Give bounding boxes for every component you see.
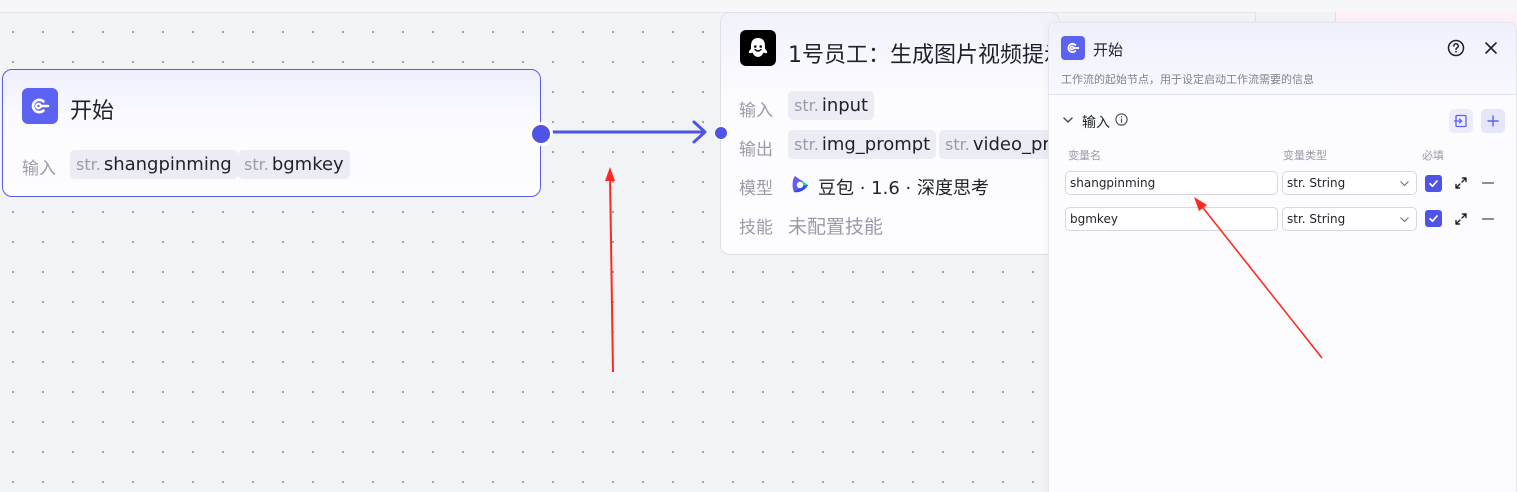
panel-title: 开始	[1093, 41, 1124, 59]
variable-type-select[interactable]: str. String	[1282, 207, 1417, 231]
type-prefix: str.	[794, 96, 819, 115]
start-icon	[22, 88, 58, 124]
remove-variable-button[interactable]	[1482, 182, 1494, 184]
type-prefix: str.	[794, 135, 819, 154]
info-icon[interactable]	[1115, 113, 1128, 126]
node-config-panel: 开始 工作流的起始节点，用于设定启动工作流需要的信息 输入	[1048, 22, 1517, 492]
input-label: 输入	[739, 101, 773, 121]
type-prefix: str.	[244, 155, 269, 174]
output-port[interactable]	[529, 122, 553, 146]
import-variables-button[interactable]	[1449, 109, 1473, 133]
output-variable-tag: str. img_prompt	[788, 130, 937, 159]
add-variable-button[interactable]	[1481, 109, 1505, 133]
llm-node-title: 1号员工：生成图片视频提示词	[788, 43, 1060, 68]
variable-name: input	[821, 95, 869, 116]
input-section-title[interactable]: 输入	[1082, 115, 1110, 131]
expand-icon[interactable]	[1454, 212, 1468, 226]
skill-value: 未配置技能	[788, 216, 884, 238]
type-prefix: str.	[945, 135, 970, 154]
llm-node[interactable]: 1号员工：生成图片视频提示词 输入 str. input 输出 str. img…	[720, 12, 1060, 255]
remove-variable-button[interactable]	[1482, 218, 1494, 220]
skill-label: 技能	[739, 218, 773, 238]
panel-description: 工作流的起始节点，用于设定启动工作流需要的信息	[1061, 73, 1314, 86]
chevron-down-icon	[1400, 217, 1409, 223]
import-icon	[1454, 114, 1467, 128]
start-icon	[1061, 36, 1085, 60]
column-header-name: 变量名	[1068, 149, 1101, 162]
input-variable-tag: str. bgmkey	[238, 150, 350, 179]
variable-type-value: str. String	[1287, 176, 1346, 190]
type-prefix: str.	[76, 155, 101, 174]
variable-type-value: str. String	[1287, 212, 1346, 226]
chevron-down-icon	[1400, 181, 1409, 187]
start-node[interactable]: 开始 输入 str. shangpinming str. bgmkey	[2, 69, 541, 197]
variable-name: video_prompt	[972, 134, 1060, 155]
variable-name-input[interactable]	[1065, 207, 1278, 231]
expand-icon[interactable]	[1454, 176, 1468, 190]
plus-icon	[1487, 115, 1499, 127]
input-port[interactable]	[714, 126, 728, 140]
checkmark-icon	[1429, 215, 1438, 223]
required-checkbox[interactable]	[1425, 210, 1442, 227]
help-icon	[1447, 39, 1465, 57]
panel-header: 开始 工作流的起始节点，用于设定启动工作流需要的信息	[1049, 23, 1516, 95]
chevron-down-icon[interactable]	[1061, 113, 1075, 127]
required-checkbox[interactable]	[1425, 175, 1442, 192]
start-node-title: 开始	[70, 99, 115, 124]
input-variable-tag: str. shangpinming	[70, 150, 238, 179]
variable-type-select[interactable]: str. String	[1282, 171, 1417, 195]
column-header-required: 必填	[1422, 149, 1444, 162]
checkmark-icon	[1429, 180, 1438, 188]
input-variable-tag: str. input	[788, 91, 875, 120]
input-label: 输入	[22, 159, 56, 179]
ghost-icon	[740, 30, 776, 66]
model-label: 模型	[739, 179, 773, 199]
variable-name-input[interactable]	[1065, 171, 1278, 195]
close-icon	[1485, 42, 1497, 54]
column-header-type: 变量类型	[1283, 149, 1327, 162]
variable-name: img_prompt	[821, 134, 931, 155]
variable-name: shangpinming	[103, 154, 232, 175]
model-value: 豆包 · 1.6 · 深度思考	[818, 178, 989, 199]
close-button[interactable]	[1481, 38, 1501, 58]
doubao-icon	[790, 174, 810, 194]
variable-name: bgmkey	[271, 154, 344, 175]
output-variable-tag: str. video_prompt	[939, 130, 1060, 159]
help-button[interactable]	[1446, 38, 1466, 58]
output-label: 输出	[739, 140, 773, 160]
